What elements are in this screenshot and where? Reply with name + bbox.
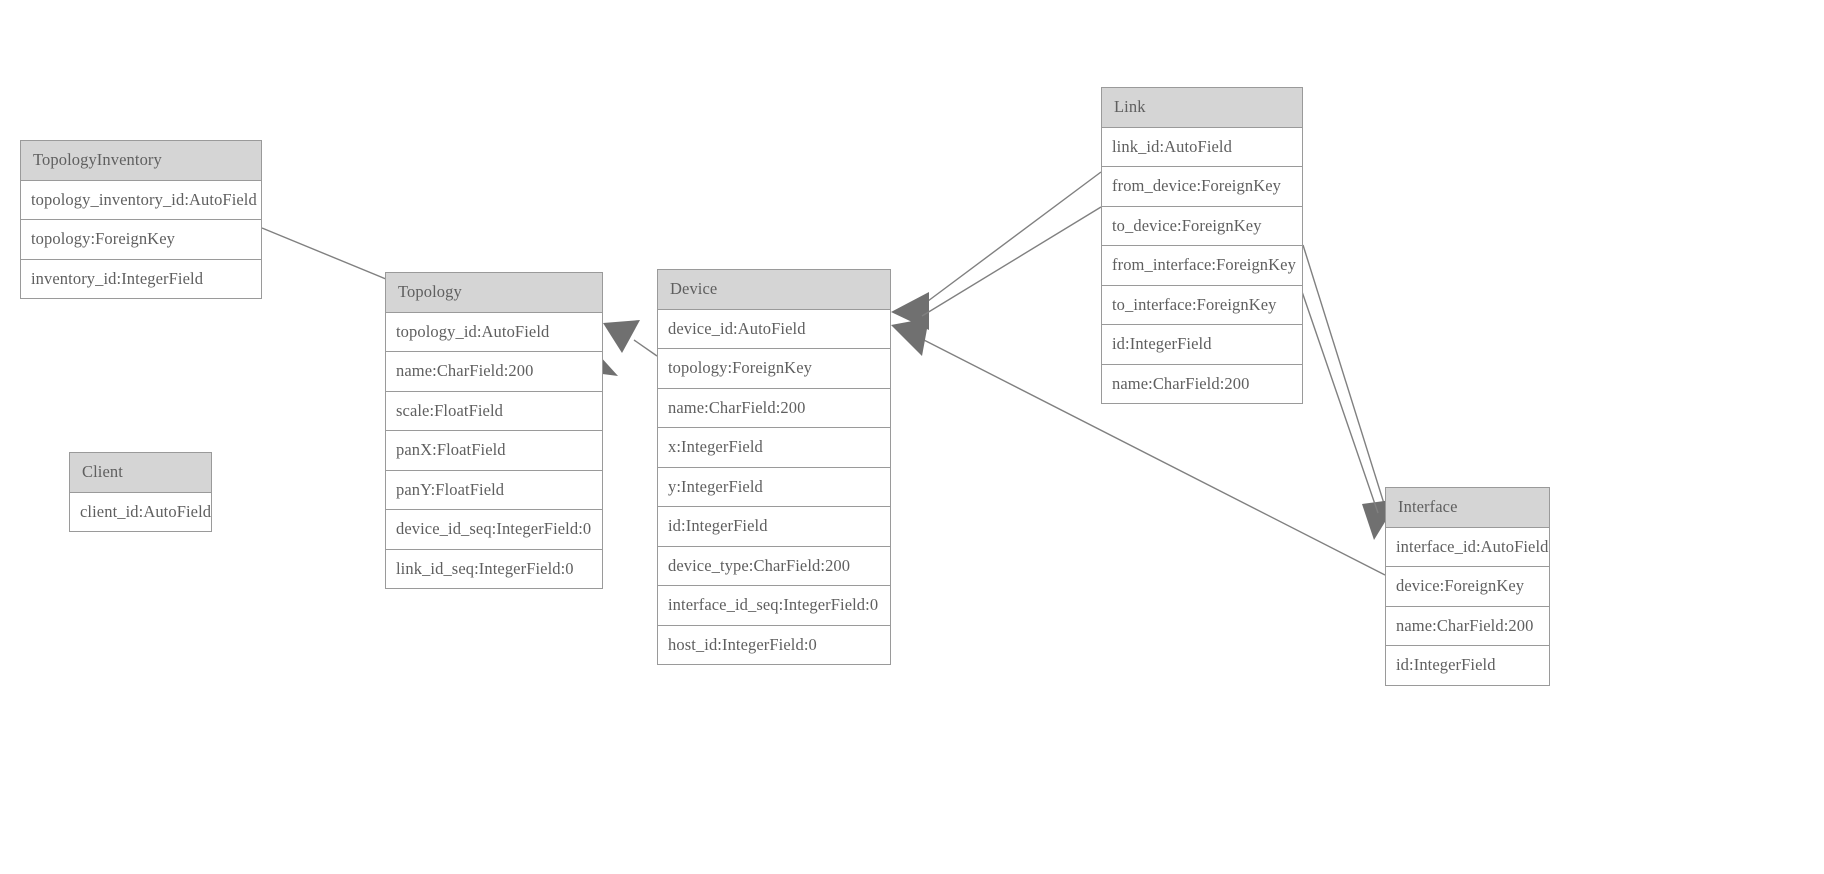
entity-field: from_interface:ForeignKey xyxy=(1102,246,1302,286)
entity-field: scale:FloatField xyxy=(386,391,602,431)
entity-field: x:IntegerField xyxy=(658,428,890,468)
entity-field: topology_id:AutoField xyxy=(386,312,602,352)
entity-field: from_device:ForeignKey xyxy=(1102,167,1302,207)
edge-link-from-device xyxy=(891,171,1102,330)
entity-field: to_interface:ForeignKey xyxy=(1102,285,1302,325)
entity-topology[interactable]: Topology topology_id:AutoField name:Char… xyxy=(385,272,603,589)
edge-link-to-device xyxy=(921,206,1102,317)
entity-title: Topology xyxy=(386,273,602,313)
entity-link[interactable]: Link link_id:AutoField from_device:Forei… xyxy=(1101,87,1303,404)
entity-field: topology:ForeignKey xyxy=(21,220,261,260)
entity-field: panY:FloatField xyxy=(386,470,602,510)
entity-field: topology_inventory_id:AutoField xyxy=(21,180,261,220)
entity-field: id:IntegerField xyxy=(1386,646,1549,685)
entity-field: id:IntegerField xyxy=(1102,325,1302,365)
entity-title: Link xyxy=(1102,88,1302,128)
entity-field: panX:FloatField xyxy=(386,431,602,471)
entity-field: topology:ForeignKey xyxy=(658,349,890,389)
entity-field: name:CharField:200 xyxy=(1102,364,1302,403)
entity-client[interactable]: Client client_id:AutoField xyxy=(69,452,212,532)
entity-field: device_id:AutoField xyxy=(658,309,890,349)
entity-field: inventory_id:IntegerField xyxy=(21,259,261,298)
entity-field: interface_id_seq:IntegerField:0 xyxy=(658,586,890,626)
entity-field: y:IntegerField xyxy=(658,467,890,507)
entity-title: Device xyxy=(658,270,890,310)
entity-title: Client xyxy=(70,453,211,493)
entity-field: name:CharField:200 xyxy=(658,388,890,428)
entity-field: id:IntegerField xyxy=(658,507,890,547)
entity-field: device_id_seq:IntegerField:0 xyxy=(386,510,602,550)
entity-field: name:CharField:200 xyxy=(386,352,602,392)
entity-topology-inventory[interactable]: TopologyInventory topology_inventory_id:… xyxy=(20,140,262,299)
entity-field: client_id:AutoField xyxy=(70,492,211,531)
entity-field: host_id:IntegerField:0 xyxy=(658,625,890,664)
entity-field: name:CharField:200 xyxy=(1386,606,1549,646)
entity-interface[interactable]: Interface interface_id:AutoField device:… xyxy=(1385,487,1550,686)
edge-link-to-interface xyxy=(1297,279,1379,514)
entity-device[interactable]: Device device_id:AutoField topology:Fore… xyxy=(657,269,891,665)
entity-field: link_id_seq:IntegerField:0 xyxy=(386,549,602,588)
entity-field: device_type:CharField:200 xyxy=(658,546,890,586)
entity-title: Interface xyxy=(1386,488,1549,528)
entity-field: link_id:AutoField xyxy=(1102,127,1302,167)
entity-title: TopologyInventory xyxy=(21,141,261,181)
edge-device-topology xyxy=(603,320,658,357)
entity-field: interface_id:AutoField xyxy=(1386,527,1549,567)
entity-field: device:ForeignKey xyxy=(1386,567,1549,607)
entity-field: to_device:ForeignKey xyxy=(1102,206,1302,246)
